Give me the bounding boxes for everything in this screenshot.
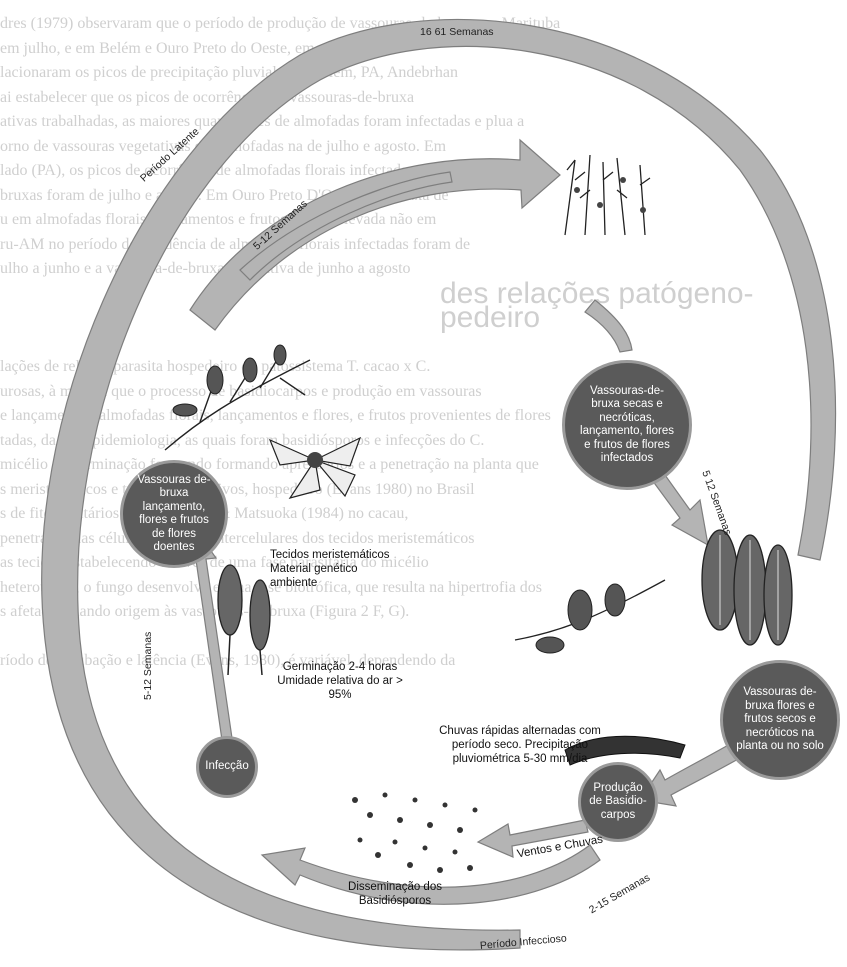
broom-illustration — [690, 520, 800, 670]
node-diseased-brooms: Vassouras de-bruxa lançamento, flores e … — [120, 460, 228, 568]
node-brooms-plant-soil: Vassouras de-bruxa flores e frutos secos… — [720, 660, 840, 780]
pods-on-branch-illustration — [510, 570, 670, 680]
flower-cushion-illustration — [260, 420, 370, 500]
infected-shoots-illustration — [555, 150, 665, 240]
basidiospores-illustration — [340, 780, 490, 890]
to-dry-brooms-arrow — [585, 300, 632, 352]
label-disseminacao: Disseminação dos Basidiósporos — [320, 880, 470, 908]
label-chuvas: Chuvas rápidas alternadas com período se… — [420, 724, 620, 766]
node-infection: Infecção — [196, 736, 258, 798]
label-16-61-semanas: 16 61 Semanas — [420, 26, 494, 38]
node-dry-brooms: Vassouras-de-bruxa secas e necróticas, l… — [562, 360, 692, 490]
label-tecidos: Tecidos meristemáticos Material genético… — [270, 548, 400, 590]
latent-period-arrow — [190, 140, 560, 330]
label-germinacao: Germinação 2-4 horas Umidade relativa do… — [270, 660, 410, 702]
label-left-5-12-semanas: 5-12 Semanas — [142, 632, 154, 700]
